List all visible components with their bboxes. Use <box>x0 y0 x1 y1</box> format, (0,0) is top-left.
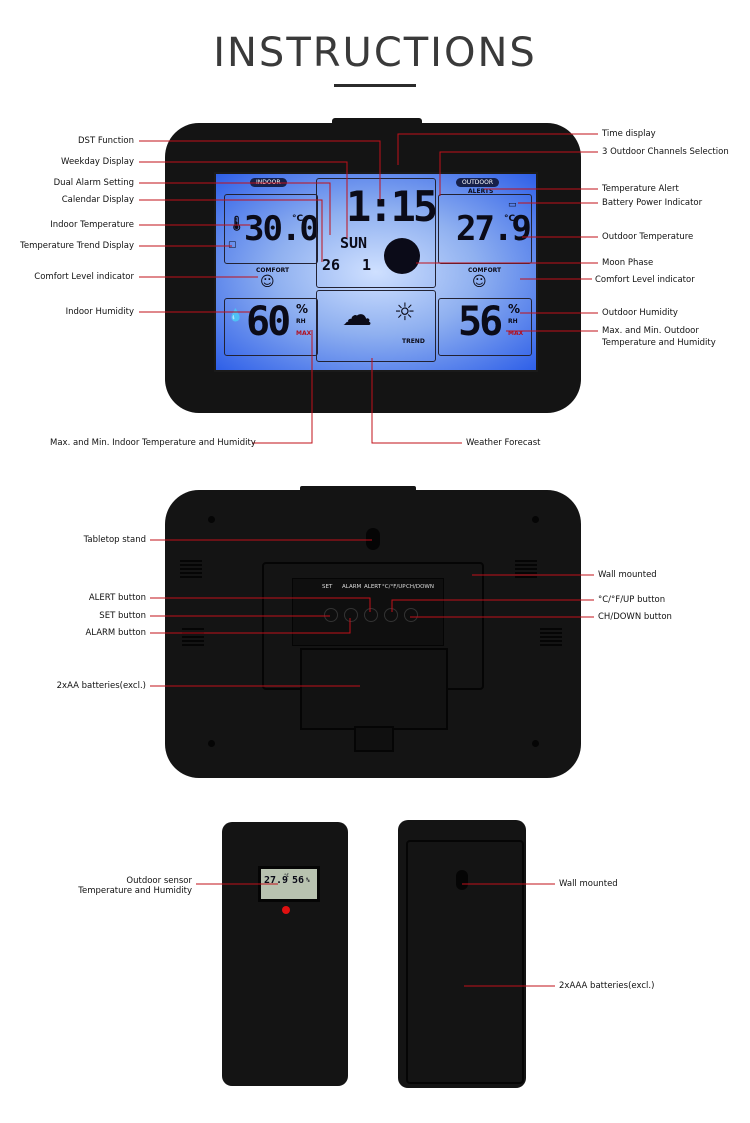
alert-button[interactable] <box>364 608 378 622</box>
battery-icon: ▭ <box>508 200 517 210</box>
label-temperature-trend: Temperature Trend Display <box>20 241 134 251</box>
label-comfort-left: Comfort Level indicator <box>34 272 134 282</box>
ch-down-button[interactable] <box>404 608 418 622</box>
indoor-max: MAX <box>296 330 312 337</box>
speaker-vent <box>515 560 537 562</box>
label-comfort-right: Comfort Level indicator <box>595 275 695 285</box>
label-indoor-temperature: Indoor Temperature <box>50 220 134 230</box>
alert-button-label: ALERT <box>364 584 382 590</box>
outdoor-temp-unit: °C <box>504 214 516 224</box>
page-title: INSTRUCTIONS <box>213 30 537 76</box>
trend-label: TREND <box>402 338 425 345</box>
title-underline <box>334 84 416 87</box>
sun-icon: ☼ <box>394 298 416 326</box>
cloud-icon: ☁ <box>342 298 372 333</box>
outdoor-humidity-unit: % <box>508 302 521 316</box>
sensor-temp: 27.9 <box>264 875 289 886</box>
label-wall-mounted: Wall mounted <box>598 570 657 580</box>
sensor-battery-cover[interactable] <box>406 840 524 1084</box>
label-indoor-humidity: Indoor Humidity <box>65 307 134 317</box>
speaker-vent <box>180 560 202 562</box>
outdoor-comfort-label: COMFORT <box>468 267 502 274</box>
calendar-date: 26 <box>322 256 341 274</box>
lcd-screen: INDOOR 🌡 30.0 °C ▢ COMFORT ☺ 💧 60 % RH M… <box>214 172 538 372</box>
label-batteries-aaa: 2xAAA batteries(excl.) <box>559 981 655 991</box>
set-button-label: SET <box>322 584 333 590</box>
label-outdoor-channels: 3 Outdoor Channels Selection <box>602 147 729 157</box>
back-top-button <box>300 486 416 492</box>
label-sensor-wall-mounted: Wall mounted <box>559 879 618 889</box>
outdoor-temperature: 27.9 <box>456 209 532 249</box>
screw-hole <box>208 740 215 747</box>
sensor-hum-unit: % <box>306 877 310 884</box>
label-dst-function: DST Function <box>78 136 134 146</box>
forecast-panel <box>316 290 436 362</box>
label-set-button: SET button <box>99 611 146 621</box>
outdoor-tag: OUTDOOR <box>456 178 500 187</box>
sensor-hum: 56 <box>292 875 305 886</box>
outdoor-humidity-panel <box>438 298 532 356</box>
indoor-comfort-label: COMFORT <box>256 267 290 274</box>
top-button <box>332 118 422 126</box>
label-ch-down-button: CH/DOWN button <box>598 612 672 622</box>
label-moon-phase: Moon Phase <box>602 258 654 268</box>
speaker-vent <box>182 628 204 630</box>
alarm-button[interactable] <box>344 608 358 622</box>
label-batteries-aa: 2xAA batteries(excl.) <box>56 681 146 691</box>
battery-cover[interactable] <box>300 648 448 730</box>
label-max-min-outdoor-2: Temperature and Humidity <box>602 338 716 348</box>
label-outdoor-sensor: Outdoor sensor <box>126 876 192 886</box>
calendar-month: 1 <box>362 256 372 274</box>
alerts-label: ALERTS <box>468 188 494 195</box>
speaker-vent <box>540 628 562 630</box>
label-time-display: Time display <box>602 129 656 139</box>
outdoor-rh: RH <box>508 318 518 325</box>
ch-down-button-label: CH/DOWN <box>406 584 434 590</box>
sensor-led <box>282 906 290 914</box>
label-temperature-alert: Temperature Alert <box>602 184 679 194</box>
indoor-temp-unit: °C <box>292 214 304 224</box>
outdoor-comfort-icon: ☺ <box>472 274 487 290</box>
screw-hole <box>532 740 539 747</box>
label-weekday-display: Weekday Display <box>61 157 134 167</box>
moon-phase-icon <box>384 238 420 274</box>
label-alarm-button: ALARM button <box>85 628 146 638</box>
outdoor-sensor-front <box>222 822 348 1086</box>
label-sensor-temp-hum: Temperature and Humidity <box>78 886 192 896</box>
label-max-min-indoor: Max. and Min. Indoor Temperature and Hum… <box>50 438 256 448</box>
screw-hole <box>532 516 539 523</box>
sensor-wall-mount-hole-icon <box>456 870 468 890</box>
indoor-humidity-unit: % <box>296 302 309 316</box>
sensor-temp-unit: °C <box>284 873 289 878</box>
label-battery-indicator: Battery Power Indicator <box>602 198 703 208</box>
alarm-button-label: ALARM <box>342 584 362 590</box>
label-dual-alarm: Dual Alarm Setting <box>53 178 134 188</box>
label-weather-forecast: Weather Forecast <box>466 438 541 448</box>
unit-up-button-label: °C/°F/UP <box>382 584 406 590</box>
drop-icon: 💧 <box>228 308 243 322</box>
label-unit-up-button: °C/°F/UP button <box>598 595 666 605</box>
screw-hole <box>208 516 215 523</box>
indoor-comfort-icon: ☺ <box>260 274 275 290</box>
label-max-min-outdoor-1: Max. and Min. Outdoor <box>602 326 699 336</box>
indoor-rh: RH <box>296 318 306 325</box>
unit-up-button[interactable] <box>384 608 398 622</box>
wall-mount-hole-icon <box>366 528 380 550</box>
label-outdoor-temperature: Outdoor Temperature <box>602 232 694 242</box>
label-outdoor-humidity: Outdoor Humidity <box>602 308 678 318</box>
battery-latch[interactable] <box>354 726 394 752</box>
label-tabletop-stand: Tabletop stand <box>83 535 146 545</box>
indoor-temperature: 30.0 <box>244 209 320 249</box>
outdoor-humidity: 56 <box>458 299 503 345</box>
label-alert-button: ALERT button <box>88 593 146 603</box>
time-display: 1:15 <box>346 182 438 231</box>
outdoor-max: MAX <box>508 330 524 337</box>
outdoor-sensor-back <box>398 820 526 1088</box>
set-button[interactable] <box>324 608 338 622</box>
indoor-humidity: 60 <box>246 299 291 345</box>
trend-icon: ▢ <box>228 240 237 250</box>
label-calendar-display: Calendar Display <box>61 195 134 205</box>
weekday-display: SUN <box>340 234 368 252</box>
indoor-tag: INDOOR <box>250 178 287 187</box>
